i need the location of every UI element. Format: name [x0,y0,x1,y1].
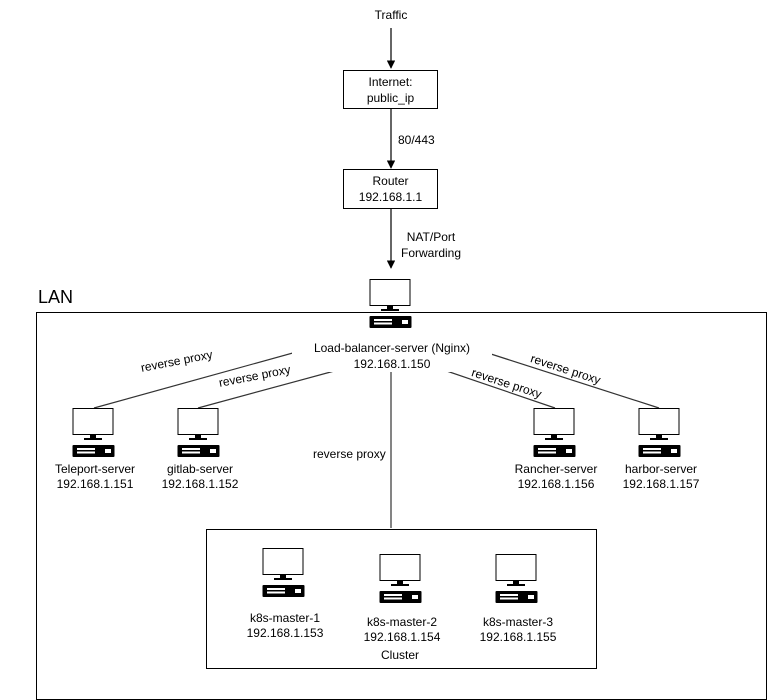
router-name: Router [372,174,409,188]
teleport-server-node[interactable]: Teleport-server 192.168.1.151 [50,408,140,498]
desktop-computer-icon [495,554,538,603]
harbor-server-node[interactable]: harbor-server 192.168.1.157 [616,408,706,498]
load-balancer-name: Load-balancer-server (Nginx) [313,341,471,355]
edge-lb-gitlab [197,369,339,409]
desktop-computer-icon [533,408,576,457]
rancher-server-name: Rancher-server [514,462,598,476]
k8s-master-3-name: k8s-master-3 [482,615,553,629]
internet-public-ip: public_ip [366,90,415,105]
gitlab-server-ip: 192.168.1.152 [161,477,239,491]
port-label: 80/443 [398,133,435,147]
internet-title: Internet: [368,74,413,89]
edge-label-cluster: reverse proxy [313,446,386,462]
load-balancer-node[interactable]: Load-balancer-server (Nginx) 192.168.1.1… [292,340,492,372]
k8s-master-3-ip: 192.168.1.155 [479,630,557,644]
harbor-server-name: harbor-server [624,462,698,476]
k8s-master-2-name: k8s-master-2 [366,615,437,629]
lan-label: LAN [38,287,74,307]
load-balancer-ip: 192.168.1.150 [353,357,431,371]
rancher-server-node[interactable]: Rancher-server 192.168.1.156 [511,408,601,498]
desktop-computer-icon [262,548,305,597]
rancher-server-ip: 192.168.1.156 [517,477,595,491]
nat-label: NAT/Port Forwarding [396,229,466,261]
desktop-computer-icon [177,408,220,457]
teleport-server-ip: 192.168.1.151 [56,477,134,491]
desktop-computer-icon [72,408,115,457]
nat-label-line1: NAT/Port [406,230,456,244]
k8s-master-2-ip: 192.168.1.154 [363,630,441,644]
cluster-region [206,529,597,669]
edge-lb-teleport [93,345,319,409]
cluster-label: Cluster [380,648,419,662]
traffic-label: Traffic [374,8,408,22]
harbor-server-ip: 192.168.1.157 [622,477,700,491]
edge-lb-harbor [465,345,660,409]
gitlab-server-node[interactable]: gitlab-server 192.168.1.152 [155,408,245,498]
internet-node[interactable]: Internet: public_ip [343,70,438,109]
edge-lb-rancher [431,365,556,409]
k8s-master-1-name: k8s-master-1 [249,611,320,625]
nat-label-line2: Forwarding [400,246,462,260]
k8s-master-3-node[interactable]: k8s-master-3 192.168.1.155 [473,554,563,649]
router-ip: 192.168.1.1 [358,190,423,204]
gitlab-server-name: gitlab-server [166,462,234,476]
k8s-master-2-node[interactable]: k8s-master-2 192.168.1.154 [357,554,447,649]
desktop-computer-icon [638,408,681,457]
k8s-master-1-ip: 192.168.1.153 [246,626,324,640]
router-node[interactable]: Router 192.168.1.1 [343,169,438,209]
k8s-master-1-node[interactable]: k8s-master-1 192.168.1.153 [240,548,330,643]
teleport-server-name: Teleport-server [54,462,136,476]
desktop-computer-icon [379,554,422,603]
desktop-computer-icon [369,279,415,338]
